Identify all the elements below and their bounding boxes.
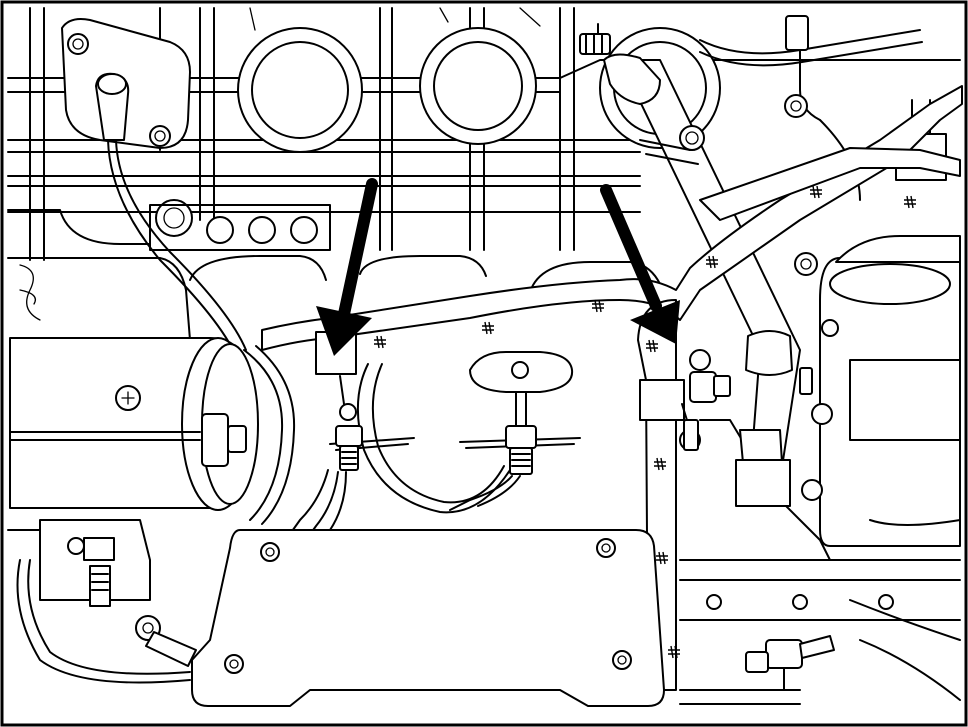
- tape-mark: [904, 195, 916, 209]
- right-arrow: [600, 184, 680, 344]
- harness-fittings-right: [679, 349, 731, 451]
- tape-mark: [706, 255, 718, 269]
- oil-filter: [819, 235, 961, 547]
- coolant-pipe: [619, 59, 801, 507]
- left-arrow: [316, 178, 378, 356]
- tape-mark: [374, 335, 386, 349]
- tape-mark: [656, 551, 668, 565]
- bolts-right: [679, 94, 839, 501]
- tape-mark: [810, 185, 822, 199]
- starter-motor: [9, 337, 296, 525]
- tape-mark: [592, 299, 604, 313]
- tape-mark: [646, 339, 658, 353]
- harness-tape-marks: [374, 185, 916, 659]
- tape-mark: [654, 457, 666, 471]
- lower-wire-loop: [356, 363, 511, 514]
- starter-solenoid: [16, 519, 197, 684]
- tape-mark: [668, 645, 680, 659]
- ground-terminal-center: [449, 425, 581, 511]
- top-sensor-connector: [579, 15, 813, 395]
- engine-block: [7, 209, 961, 621]
- bottom-cover-plate: [191, 529, 665, 707]
- ground-terminal-left: [289, 375, 415, 541]
- center-bracket: [469, 351, 574, 437]
- sensor-bracket: [61, 18, 247, 357]
- boss-holes: [149, 199, 331, 251]
- drain-valve: [679, 599, 961, 705]
- tape-mark: [482, 321, 494, 335]
